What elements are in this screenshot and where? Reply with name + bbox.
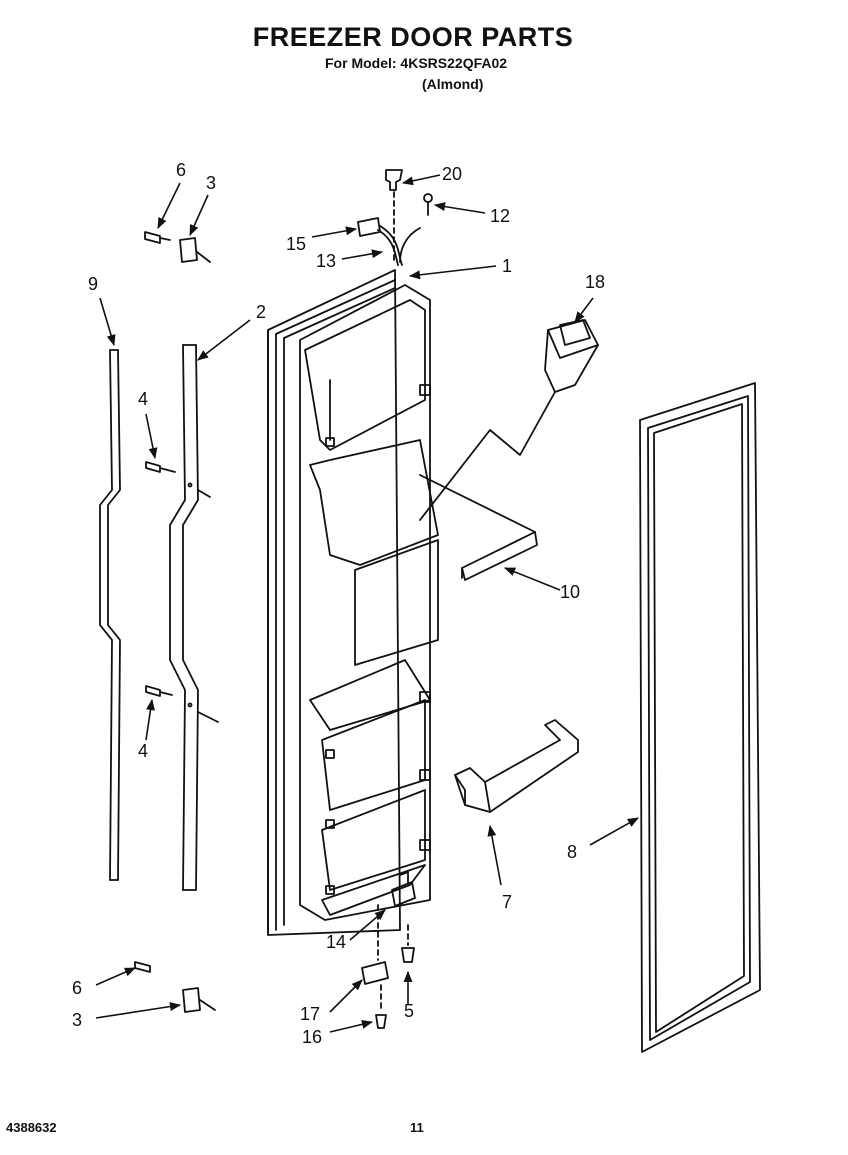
part-10-trim	[419, 474, 538, 581]
part-6-screw-top	[144, 231, 171, 244]
door-liner	[299, 284, 439, 921]
callout-5: 5	[404, 1001, 414, 1021]
callout-13: 13	[316, 251, 336, 271]
callout-14: 14	[326, 932, 346, 952]
page-number: 11	[410, 1120, 424, 1135]
part-1-door-panel	[267, 269, 401, 936]
callout-3-bottom: 3	[72, 1010, 82, 1030]
callout-9: 9	[88, 274, 98, 294]
model-line: For Model: 4KSRS22QFA02	[325, 55, 508, 71]
part-9-strip	[99, 349, 121, 881]
part-5-screw	[401, 924, 415, 963]
callout-labels: 20 12 15 13 1 6 3 9 2 4 18 10 4 7 8 14 6…	[72, 160, 605, 1047]
callout-7: 7	[502, 892, 512, 912]
page-title: FREEZER DOOR PARTS	[252, 22, 574, 52]
part-17-bracket	[361, 904, 389, 985]
part-13-wire-harness	[377, 225, 421, 266]
part-3-hinge-top	[179, 237, 211, 263]
callout-20: 20	[442, 164, 462, 184]
part-4-screw-lower	[145, 685, 173, 697]
callout-17: 17	[300, 1004, 320, 1024]
callout-15: 15	[286, 234, 306, 254]
part-7-door-bin	[454, 719, 579, 813]
callout-2: 2	[256, 302, 266, 322]
part-8-gasket	[639, 382, 761, 1053]
part-20-plug	[385, 169, 403, 263]
part-3-hinge-bottom	[182, 987, 216, 1013]
part-2-hinge-channel	[169, 344, 219, 891]
part-15-connector	[357, 217, 381, 237]
part-4-screw-upper	[145, 461, 176, 473]
callout-18: 18	[585, 272, 605, 292]
callout-4-upper: 4	[138, 389, 148, 409]
callout-6-bottom: 6	[72, 978, 82, 998]
part-16-screw	[375, 984, 387, 1029]
callout-10: 10	[560, 582, 580, 602]
callout-4-lower: 4	[138, 741, 148, 761]
color-variant: (Almond)	[422, 76, 484, 92]
callout-12: 12	[490, 206, 510, 226]
leader-arrows	[95, 174, 639, 1033]
callout-1: 1	[502, 256, 512, 276]
callout-6-top: 6	[176, 160, 186, 180]
callout-8: 8	[567, 842, 577, 862]
callout-3-top: 3	[206, 173, 216, 193]
part-14-hinge-pin	[391, 871, 416, 907]
callout-16: 16	[302, 1027, 322, 1047]
part-6-screw-bottom	[134, 961, 151, 973]
part-18-chute	[419, 319, 599, 521]
part-12-screw	[423, 193, 433, 216]
document-number: 4388632	[6, 1120, 57, 1135]
